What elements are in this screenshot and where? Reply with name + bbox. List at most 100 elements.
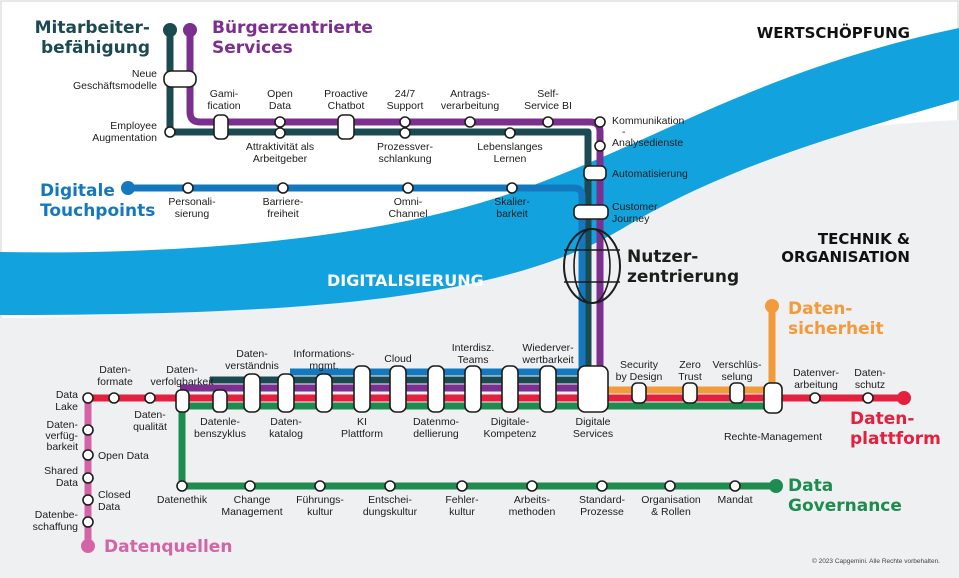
station-attraktivitaet bbox=[274, 127, 286, 139]
label-rechte-management: Rechte-Management bbox=[724, 431, 822, 443]
station-digitale-services bbox=[577, 365, 609, 413]
station-data-lake bbox=[82, 392, 94, 404]
station-datenformate bbox=[108, 392, 120, 404]
label-datenverarbeitung: Datenver-arbeitung bbox=[793, 367, 840, 391]
label-wiederverwertbarkeit: Wiederver-wertbarkeit bbox=[521, 342, 574, 366]
station-closed-data bbox=[82, 494, 94, 506]
label-informationsmgmt: Informations-mgmt. bbox=[293, 348, 355, 372]
line-name-datenquellen: Datenquellen bbox=[104, 537, 232, 557]
station-open-data-bottom bbox=[82, 449, 94, 461]
line-name-sicherheit: Daten-sicherheit bbox=[788, 299, 884, 339]
label-datenschutz: Daten-schutz bbox=[854, 367, 886, 391]
terminal-datenquellen bbox=[81, 539, 95, 553]
label-datenkatalog: Daten-katalog bbox=[269, 416, 303, 440]
line-name-mitarbeiter: Mitarbeiter-befähigung bbox=[35, 18, 150, 58]
station-personalisierung bbox=[182, 182, 194, 194]
label-datenmodellierung: Datenmo-dellierung bbox=[413, 416, 460, 440]
label-datenverfuegbarkeit: Daten-verfüg-barkeit bbox=[45, 419, 78, 453]
line-name-plattform: Daten-plattform bbox=[850, 409, 941, 449]
station-interdisz-teams bbox=[464, 365, 482, 413]
label-self-service: Self-Service BI bbox=[524, 88, 572, 112]
label-automatisierung: Automatisierung bbox=[612, 168, 688, 180]
station-organisation-rollen bbox=[664, 480, 676, 492]
terminal-buerger bbox=[183, 23, 197, 37]
station-kommunikation-2 bbox=[594, 140, 606, 152]
label-fuehrungskultur: Führungs-kultur bbox=[296, 494, 344, 518]
station-datenethik bbox=[176, 480, 188, 492]
station-open-data-top bbox=[274, 116, 286, 128]
station-cloud bbox=[389, 365, 407, 413]
label-skalierbarkeit: Skalier-barkeit bbox=[494, 196, 530, 220]
station-wiederverwertbarkeit bbox=[539, 365, 557, 413]
station-kommunikation-1 bbox=[594, 116, 606, 128]
station-security-by-design bbox=[631, 382, 647, 404]
station-customer-journey bbox=[573, 204, 609, 220]
line-touchpoints bbox=[128, 184, 586, 372]
label-datenbeschaffung: Datenbe-schaffung bbox=[33, 509, 79, 533]
station-support bbox=[399, 116, 411, 128]
station-lebenslanges bbox=[504, 127, 516, 139]
label-arbeitsmethoden: Arbeits-methoden bbox=[509, 494, 556, 518]
station-barrierefreiheit bbox=[277, 182, 289, 194]
station-gamification bbox=[213, 114, 229, 140]
station-ki-plattform bbox=[353, 365, 371, 413]
label-datenethik: Datenethik bbox=[157, 494, 208, 506]
terminal-sicherheit bbox=[765, 299, 779, 313]
station-proactive-chatbot bbox=[337, 114, 355, 140]
station-omni-channel bbox=[402, 182, 414, 194]
station-datenverarbeitung bbox=[809, 392, 821, 404]
terminal-governance bbox=[769, 479, 783, 493]
station-datenverfuegbarkeit bbox=[82, 424, 94, 436]
station-rechte-management bbox=[763, 382, 783, 414]
station-datenverfolgbarkeit bbox=[175, 389, 190, 413]
nutzer-bridge-inner bbox=[573, 228, 611, 304]
label-omni-channel: Omni-Channel bbox=[388, 196, 427, 220]
station-shared-data bbox=[82, 472, 94, 484]
station-zero-trust bbox=[682, 382, 698, 404]
region-technik: TECHNIK & bbox=[818, 230, 910, 248]
station-digitale-kompetenz bbox=[501, 365, 519, 413]
technik-region bbox=[0, 120, 959, 578]
label-entscheidungskultur: Entschei-dungskultur bbox=[363, 494, 418, 518]
label-open-data-bottom: Open Data bbox=[98, 450, 149, 462]
station-change-management bbox=[244, 480, 256, 492]
station-informationsmgmt bbox=[315, 373, 333, 413]
label-datenverfolgbarkeit: Daten-verfolgbarkeit bbox=[150, 364, 213, 388]
label-prozessver: Prozessver-schlankung bbox=[377, 141, 434, 165]
label-mandat: Mandat bbox=[717, 494, 752, 506]
terminal-mitarbeiter bbox=[163, 23, 177, 37]
station-datenmodellierung bbox=[427, 365, 445, 413]
station-skalierbarkeit bbox=[506, 182, 518, 194]
terminal-touchpoints bbox=[121, 181, 135, 195]
label-datenqualitaet: Daten-qualität bbox=[133, 409, 167, 433]
station-standard-prozesse bbox=[596, 480, 608, 492]
station-arbeitsmethoden bbox=[526, 480, 538, 492]
label-verschluesselung: Verschlüs-selung bbox=[712, 359, 762, 383]
label-fehlerkultur: Fehler-kultur bbox=[445, 494, 479, 518]
station-employee-augmentation bbox=[164, 126, 176, 138]
label-personalisierung: Personali-sierung bbox=[168, 196, 216, 220]
region-organisation: ORGANISATION bbox=[781, 248, 910, 266]
station-mandat bbox=[729, 480, 741, 492]
station-fuehrungskultur bbox=[314, 480, 326, 492]
station-neue-geschaeftsmodelle bbox=[163, 70, 197, 88]
label-datenlebenszyklus: Datenle-benszyklus bbox=[194, 416, 246, 440]
label-kommunikation: Kommunikation-Analysedienste bbox=[612, 115, 685, 149]
